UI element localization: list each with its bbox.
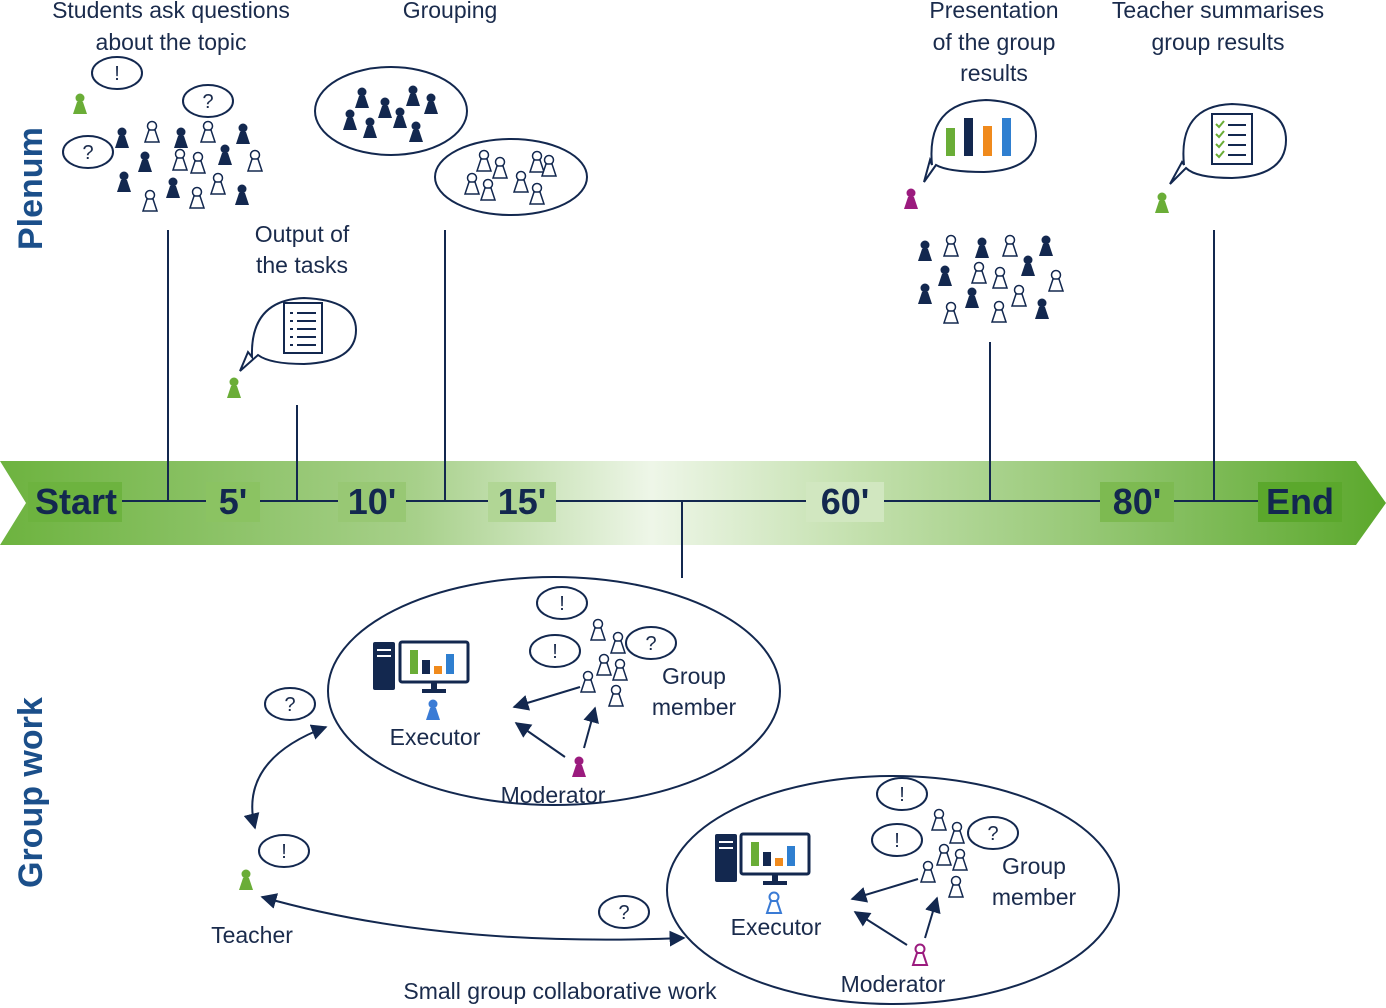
group-ellipse-outline xyxy=(434,138,588,216)
moderator-to-member-arrow xyxy=(924,896,941,939)
tick-60: 60' xyxy=(821,481,870,522)
svg-text:!: ! xyxy=(281,841,287,863)
svg-text:?: ? xyxy=(82,142,93,164)
member-to-executor-arrow xyxy=(850,878,919,903)
teacher-figure xyxy=(227,377,241,398)
speech-bubble: ? xyxy=(625,626,677,660)
tick-start: Start xyxy=(35,481,117,522)
speech-bubble: ! xyxy=(91,56,143,90)
tick-5: 5' xyxy=(219,481,248,522)
phase-presentation-line1: Presentation xyxy=(929,0,1058,23)
speech-bubble: ? xyxy=(264,687,316,721)
group-work-label: Group work xyxy=(12,697,50,888)
teacher-label: Teacher xyxy=(211,922,293,948)
svg-text:!: ! xyxy=(552,641,558,663)
phase-output-line1: Output of xyxy=(255,221,350,247)
tick-80: 80' xyxy=(1113,481,1162,522)
teacher-figure xyxy=(73,93,87,114)
moderator-to-executor-arrow xyxy=(514,722,566,758)
computer-icon xyxy=(715,832,811,885)
phase-grouping-label: Grouping xyxy=(403,0,498,23)
phase-presentation-line2: of the group xyxy=(933,29,1056,55)
svg-text:?: ? xyxy=(618,902,629,924)
moderator-label: Moderator xyxy=(501,782,606,808)
executor-label: Executor xyxy=(731,914,822,940)
tick-10: 10' xyxy=(348,481,397,522)
svg-text:?: ? xyxy=(987,823,998,845)
phase-students-ask-line2: about the topic xyxy=(96,29,247,55)
svg-text:!: ! xyxy=(899,784,905,806)
svg-text:!: ! xyxy=(559,593,565,615)
group-member-label-line1: Group xyxy=(1002,853,1066,879)
phase-summary-line1: Teacher summarises xyxy=(1112,0,1324,23)
svg-text:?: ? xyxy=(202,91,213,113)
checklist-bubble xyxy=(1169,102,1288,185)
moderator-to-member-arrow xyxy=(583,706,599,749)
executor-label: Executor xyxy=(390,724,481,750)
svg-text:?: ? xyxy=(284,694,295,716)
phase-summary-line2: group results xyxy=(1152,29,1285,55)
speech-bubble: ? xyxy=(598,895,650,929)
document-bubble xyxy=(239,296,358,372)
teacher-figure xyxy=(239,869,253,890)
teacher-figure xyxy=(1155,192,1169,213)
phase-presentation-line3: results xyxy=(960,60,1028,86)
tick-end: End xyxy=(1266,481,1334,522)
group-ellipse-filled xyxy=(314,66,468,156)
moderator-to-executor-arrow xyxy=(853,911,908,946)
student-crowd xyxy=(918,234,1064,324)
teacher-group1-arrow xyxy=(243,724,328,830)
group-work-caption: Small group collaborative work xyxy=(403,978,717,1004)
tick-15: 15' xyxy=(498,481,547,522)
member-to-executor-arrow xyxy=(512,686,581,711)
chart-bubble xyxy=(923,98,1038,183)
speech-bubble: ? xyxy=(967,816,1019,850)
svg-text:?: ? xyxy=(645,633,656,655)
speech-bubble: ! xyxy=(871,823,923,857)
speech-bubble: ? xyxy=(62,135,114,169)
group-member-label-line1: Group xyxy=(662,663,726,689)
speech-bubble: ? xyxy=(182,84,234,118)
speech-bubble: ! xyxy=(529,634,581,668)
student-crowd xyxy=(115,120,263,212)
speech-bubble: ! xyxy=(876,777,928,811)
group-member-label-line2: member xyxy=(992,884,1077,910)
plenum-label: Plenum xyxy=(12,127,50,250)
phase-output-line2: the tasks xyxy=(256,252,348,278)
group-member-label-line2: member xyxy=(652,694,737,720)
computer-icon xyxy=(373,640,470,693)
presenter-figure xyxy=(904,188,918,209)
speech-bubble: ! xyxy=(258,834,310,868)
speech-bubble: ! xyxy=(536,586,588,620)
moderator-label: Moderator xyxy=(841,971,946,997)
svg-text:!: ! xyxy=(114,63,120,85)
phase-students-ask-line1: Students ask questions xyxy=(52,0,290,23)
teacher-group2-arrow xyxy=(260,893,686,947)
svg-text:!: ! xyxy=(894,830,900,852)
